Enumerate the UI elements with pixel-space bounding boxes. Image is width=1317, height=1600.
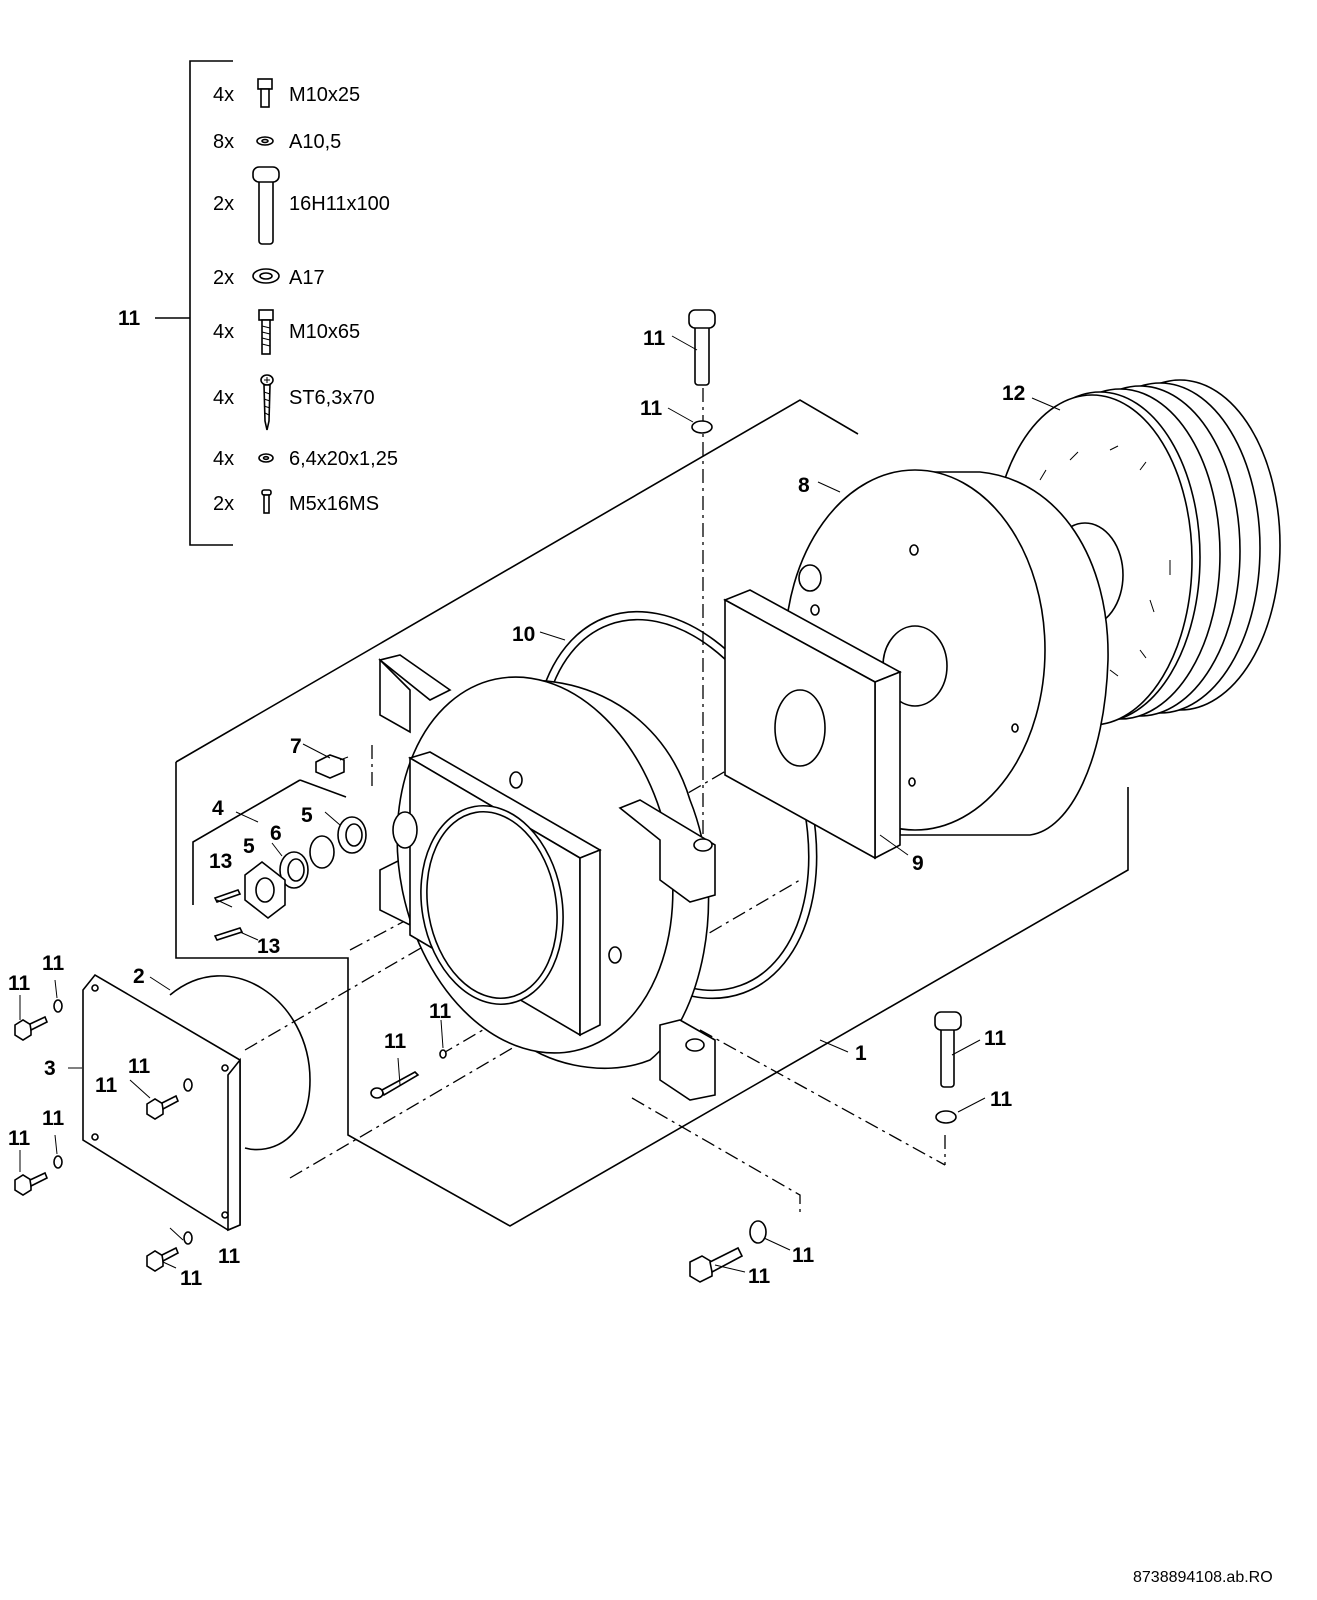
assembly-outline — [175, 399, 1129, 1227]
callout-11-washer-left-lower: 11 — [42, 1107, 65, 1130]
callout-6: 6 — [270, 822, 282, 845]
part-9-block — [723, 589, 902, 860]
bolt-left-lower — [14, 1171, 49, 1196]
callout-11-bolt-left-upper: 11 — [8, 972, 31, 995]
kit-qty-1: 8x — [213, 131, 234, 153]
part-2-gasket — [169, 975, 311, 1151]
leader-lines — [19, 335, 1061, 1273]
kit-qty-4: 4x — [213, 321, 234, 343]
part-6-glass — [309, 835, 335, 869]
callout-11-screw-mid: 11 — [384, 1030, 407, 1053]
part-1-housing — [378, 654, 716, 1101]
part-7-sensor — [315, 754, 349, 779]
callout-5-lower: 5 — [243, 835, 255, 858]
callout-11-washer-plate: 11 — [128, 1055, 151, 1078]
kit-spec-5: ST6,3x70 — [289, 387, 375, 409]
kit-spec-1: A10,5 — [289, 131, 341, 153]
callout-11-bolt-plate-bottom: 11 — [180, 1267, 203, 1290]
bolt-left-upper — [14, 1015, 49, 1041]
callout-11-pin-top: 11 — [643, 327, 666, 350]
callout-11-pin-right: 11 — [984, 1027, 1007, 1050]
callout-11-washer-left-upper: 11 — [42, 952, 65, 975]
part-11-fasteners — [14, 309, 962, 1283]
callout-5-upper: 5 — [301, 804, 313, 827]
kit-spec-2: 16H11x100 — [289, 193, 390, 215]
kit-spec-7: M5x16MS — [289, 493, 379, 515]
washer-icon — [252, 268, 280, 284]
part-5-ring-lower — [279, 851, 309, 889]
kit-qty-6: 4x — [213, 448, 234, 470]
screw-mid — [370, 1071, 420, 1099]
callout-9: 9 — [912, 852, 924, 875]
callout-11-bolt-left-lower: 11 — [8, 1127, 31, 1150]
pin-right — [934, 1011, 962, 1088]
washer-left-upper — [53, 999, 63, 1013]
kit-qty-5: 4x — [213, 387, 234, 409]
kit-qty-0: 4x — [213, 84, 234, 106]
part-13-screw-lower — [213, 927, 244, 941]
hex-bolt-icon — [257, 78, 273, 108]
callout-labels: 8 12 10 9 1 4 7 5 6 5 13 13 2 3 11 11 11… — [8, 327, 1025, 1290]
callout-2: 2 — [133, 965, 145, 988]
kit-spec-0: M10x25 — [289, 84, 360, 106]
washer-bottom — [749, 1220, 767, 1244]
screw-icon — [260, 374, 274, 431]
washer-plate-bottom — [183, 1231, 193, 1245]
washer-mid — [439, 1049, 447, 1059]
small-screw-icon — [261, 489, 272, 514]
kit-spec-6: 6,4x20x1,25 — [289, 448, 398, 470]
callout-8: 8 — [798, 474, 810, 497]
kit-spec-4: M10x65 — [289, 321, 360, 343]
part-5-ring-upper — [337, 816, 367, 854]
hardware-kit-list: 11 4x M10x25 8x A10,5 2x 16H11x100 2x A1… — [118, 60, 398, 546]
pin-top — [688, 309, 716, 386]
callout-1: 1 — [855, 1042, 867, 1065]
bolt-plate-bottom — [146, 1246, 180, 1272]
part-13-screw-upper — [213, 889, 242, 903]
hex-bolt-icon — [258, 309, 274, 355]
callout-13-lower: 13 — [257, 935, 280, 958]
callout-11-washer-right: 11 — [990, 1088, 1013, 1111]
callout-11-washer-top: 11 — [640, 397, 663, 420]
kit-qty-2: 2x — [213, 193, 234, 215]
washer-right — [935, 1110, 957, 1124]
pin-icon — [252, 166, 280, 245]
part-4-sightglass-assembly — [213, 754, 367, 941]
callout-11-bolt-plate: 11 — [95, 1074, 118, 1097]
washer-left-lower — [53, 1155, 63, 1169]
callout-11-washer-mid: 11 — [429, 1000, 452, 1023]
washer-icon — [256, 136, 274, 146]
bolt-plate-mid — [146, 1094, 180, 1120]
kit-qty-3: 2x — [213, 267, 234, 289]
callout-7: 7 — [290, 735, 302, 758]
flange-plate — [244, 860, 286, 920]
washer-plate-mid — [183, 1078, 193, 1092]
washer-icon — [258, 453, 274, 463]
kit-spec-3: A17 — [289, 267, 325, 289]
callout-10: 10 — [512, 623, 535, 646]
callout-11-washer-bottom: 11 — [792, 1244, 815, 1267]
callout-11-washer-plate-bottom: 11 — [218, 1245, 241, 1268]
callout-13-upper: 13 — [209, 850, 232, 873]
kit-callout-label: 11 — [118, 307, 141, 330]
callout-12: 12 — [1002, 382, 1025, 405]
callout-3: 3 — [44, 1057, 56, 1080]
document-id: 8738894108.ab.RO — [1133, 1569, 1273, 1586]
kit-qty-7: 2x — [213, 493, 234, 515]
washer-top — [691, 420, 713, 434]
callout-11-bolt-bottom: 11 — [748, 1265, 771, 1288]
callout-4: 4 — [212, 797, 224, 820]
